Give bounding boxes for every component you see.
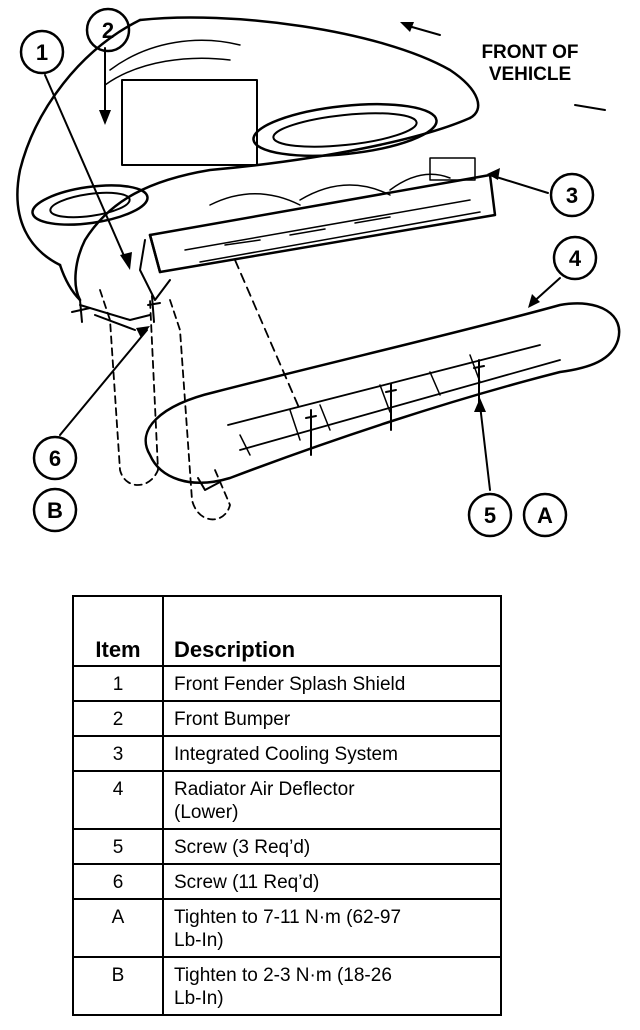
description-line: Screw (11 Req’d) bbox=[174, 872, 320, 893]
description-cell: Front Fender Splash Shield bbox=[162, 665, 502, 702]
callout-3-label: 3 bbox=[566, 183, 578, 208]
callout-1-label: 1 bbox=[36, 40, 48, 65]
item-cell: 6 bbox=[72, 863, 164, 900]
item-cell: B bbox=[72, 956, 164, 1016]
table-row: 6 Screw (11 Req’d) bbox=[72, 863, 502, 900]
callout-6-label: 6 bbox=[49, 446, 61, 471]
item-cell: 2 bbox=[72, 700, 164, 737]
description-line: (Lower) bbox=[174, 802, 239, 823]
table-row: 2 Front Bumper bbox=[72, 700, 502, 737]
description-line: Integrated Cooling System bbox=[174, 744, 398, 765]
description-line: Screw (3 Req’d) bbox=[174, 837, 311, 858]
table-body: 1 Front Fender Splash Shield 2 Front Bumper… bbox=[72, 665, 502, 1016]
callout-2-label: 2 bbox=[102, 18, 114, 43]
item-cell: A bbox=[72, 898, 164, 958]
item-cell: 3 bbox=[72, 735, 164, 772]
screw-icons bbox=[71, 295, 485, 456]
description-line: Front Fender Splash Shield bbox=[174, 674, 406, 695]
description-line: Front Bumper bbox=[174, 709, 291, 730]
callout-a-label: A bbox=[537, 503, 553, 528]
description-cell: Integrated Cooling System bbox=[162, 735, 502, 772]
front-of-vehicle-label-line2: VEHICLE bbox=[489, 64, 571, 85]
cooling-system-illustration bbox=[139, 157, 497, 301]
description-line: Lb-In) bbox=[174, 930, 224, 951]
item-cell: 1 bbox=[72, 665, 164, 702]
description-cell: Screw (11 Req’d) bbox=[162, 863, 502, 900]
parts-legend-table: Item Description 1 Front Fender Splash Sh… bbox=[72, 595, 502, 1016]
callout-circles bbox=[19, 7, 598, 538]
description-line: Radiator Air Deflector bbox=[174, 779, 355, 800]
item-column-header: Item bbox=[72, 595, 164, 667]
description-cell: Front Bumper bbox=[162, 700, 502, 737]
description-column-header: Description bbox=[162, 595, 502, 667]
callout-4-label: 4 bbox=[569, 246, 582, 271]
description-line: Tighten to 7-11 N·m (62-97 bbox=[174, 907, 402, 928]
item-cell: 5 bbox=[72, 828, 164, 865]
description-line: Tighten to 2-3 N·m (18-26 bbox=[174, 965, 392, 986]
front-of-vehicle-label-line1: FRONT OF bbox=[481, 42, 578, 63]
splash-shield-illustration bbox=[79, 259, 301, 521]
table-row: 3 Integrated Cooling System bbox=[72, 735, 502, 772]
item-cell: 4 bbox=[72, 770, 164, 830]
front-bumper-illustration bbox=[16, 16, 480, 302]
callout-b-label: B bbox=[47, 498, 63, 523]
description-cell: Radiator Air Deflector(Lower) bbox=[162, 770, 502, 830]
description-cell: Screw (3 Req’d) bbox=[162, 828, 502, 865]
callout-5-label: 5 bbox=[484, 503, 496, 528]
exploded-view-diagram: 1 2 3 4 5 A 6 B FRONT OF VEHICLE bbox=[16, 7, 621, 538]
table-row: 1 Front Fender Splash Shield bbox=[72, 665, 502, 702]
air-deflector-illustration bbox=[144, 302, 621, 491]
table-header-row: Item Description bbox=[72, 595, 502, 667]
description-line: Lb-In) bbox=[174, 988, 224, 1009]
table-row: 5 Screw (3 Req’d) bbox=[72, 828, 502, 865]
